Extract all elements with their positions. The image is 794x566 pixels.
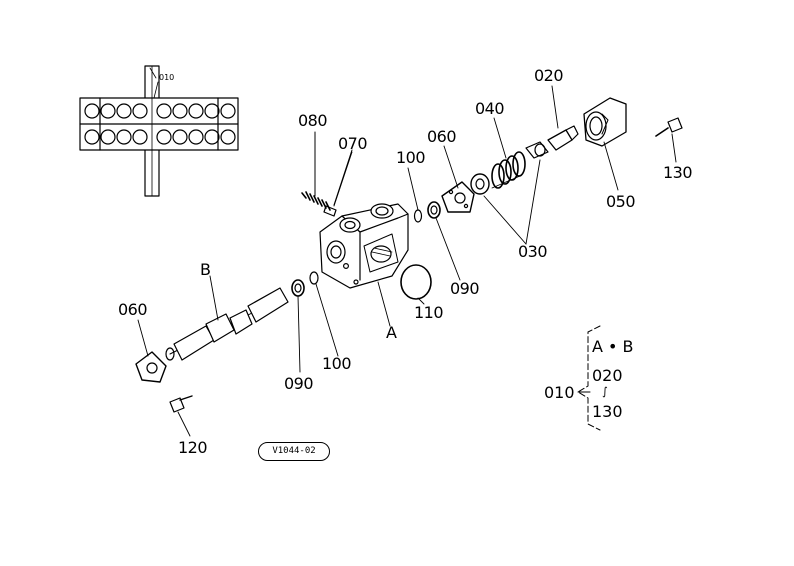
callout-040: 040 [475,99,505,118]
seal-100-lower [309,271,319,285]
callout-100-upper: 100 [396,148,426,167]
callout-B: B [200,260,211,279]
spool-B [165,287,289,361]
callout-090-upper: 090 [450,279,480,298]
callout-010-inset: 010 [159,73,175,82]
callout-080: 080 [298,111,328,130]
callout-100-lower: 100 [322,354,352,373]
callout-060-upper: 060 [427,127,457,146]
legend-range-from: 020 [592,366,623,385]
cover-060-upper [441,181,475,213]
callout-060-lower: 060 [118,300,148,319]
bolt-130 [655,117,683,137]
bolt-120 [169,395,193,413]
legend-assembly-no: 010 [544,383,575,402]
callout-020: 020 [534,66,564,85]
legend-brace [577,325,601,431]
seal-100-upper [413,209,423,223]
callout-090-lower: 090 [284,374,314,393]
spring-040 [491,151,526,189]
seal-090-upper [427,201,441,219]
seal-090-lower [291,279,305,297]
spring-080 [301,131,331,211]
legend-range-to: 130 [592,402,623,421]
callout-050: 050 [606,192,636,211]
callout-120: 120 [178,438,208,457]
callout-130: 130 [663,163,693,182]
callout-110: 110 [414,303,444,322]
cap-050 [583,97,627,147]
valve-body-A [319,203,409,289]
plug-030 [525,141,549,159]
legend-set-label: A • B [592,337,634,356]
legend-range-mark: ∫ [602,385,608,398]
adjuster-020 [547,125,579,151]
o-ring-110 [400,264,432,300]
seat-030 [470,173,490,195]
valve-stack-inset [79,65,239,197]
callout-070: 070 [338,134,368,153]
callout-A: A [386,323,397,342]
drawing-code: V1044-02 [258,442,330,461]
callout-030: 030 [518,242,548,261]
cover-060-lower [135,351,167,383]
leader-lines [137,85,677,437]
